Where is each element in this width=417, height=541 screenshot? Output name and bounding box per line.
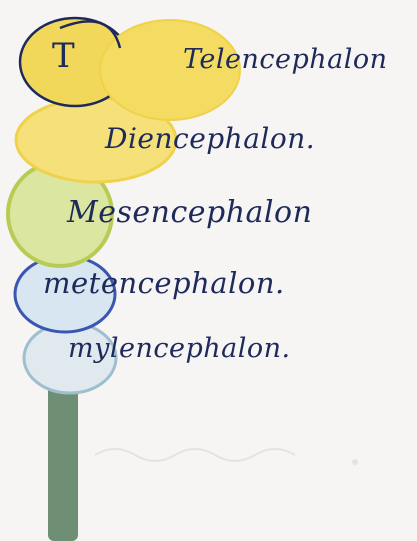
myelencephalon-label: mylencephalon.	[68, 333, 291, 364]
background-smudge	[95, 449, 358, 465]
telencephalon-label: Telencephalon	[183, 44, 388, 75]
telencephalon-t-label: T	[52, 36, 75, 76]
mesencephalon-label: Mesencephalon	[67, 195, 312, 230]
spinal-cord	[48, 384, 78, 541]
diencephalon-label: Diencephalon.	[105, 122, 315, 155]
metencephalon-label: metencephalon.	[43, 266, 285, 300]
